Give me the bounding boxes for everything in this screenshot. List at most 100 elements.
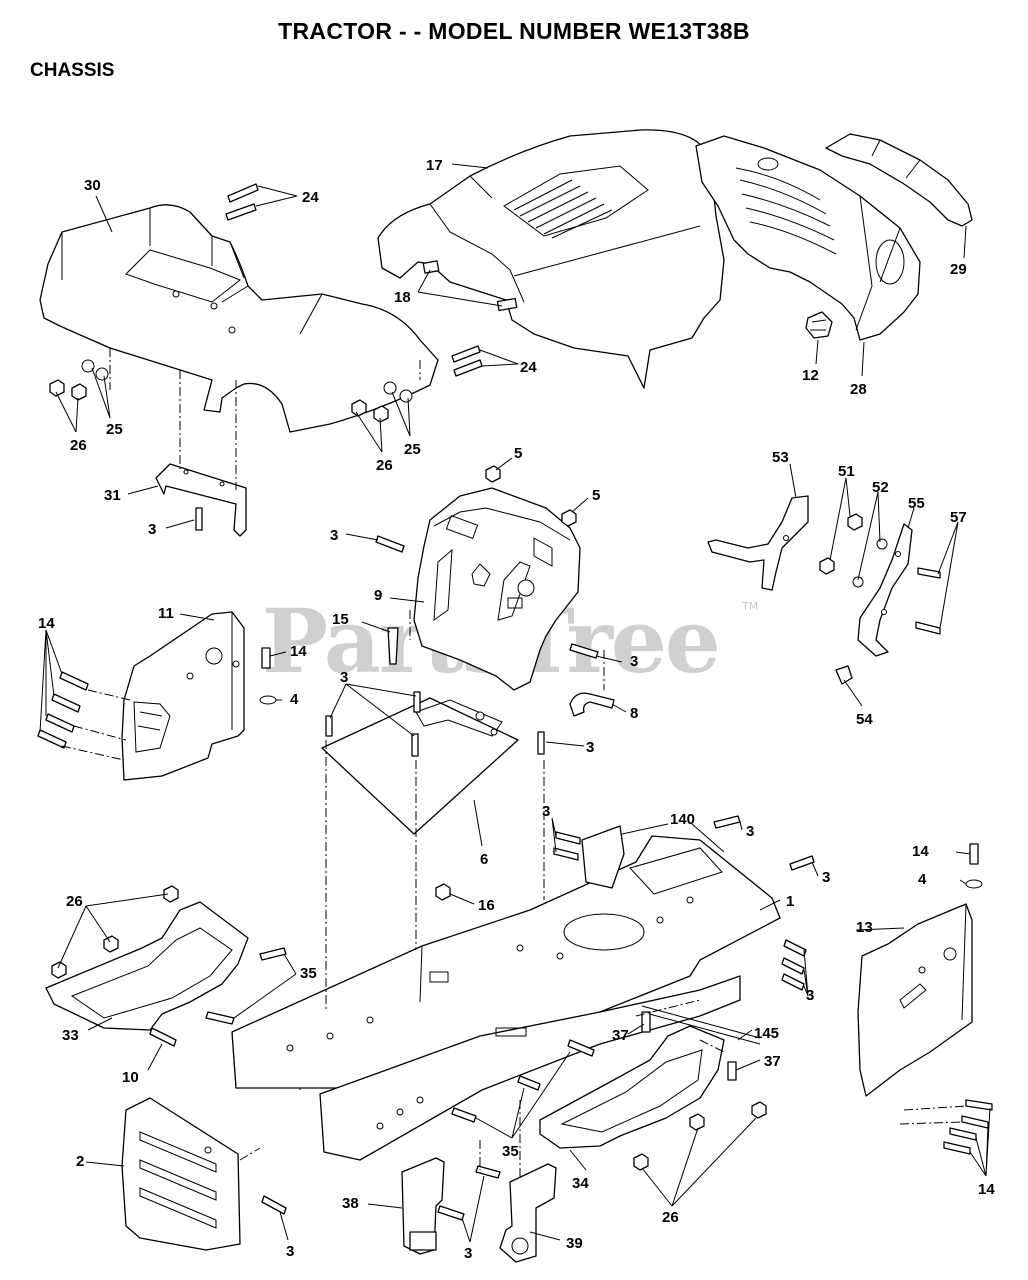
callout-4: 4 (918, 871, 927, 888)
callout-3: 3 (542, 803, 550, 820)
assembly-lines (61, 348, 967, 1180)
callout-53: 53 (772, 449, 789, 466)
part-hood (377, 129, 725, 389)
leader-lines (39, 163, 991, 1243)
callout-11: 11 (158, 605, 174, 622)
callout-12: 12 (802, 367, 819, 384)
part-clip (805, 311, 833, 339)
callout-14: 14 (290, 643, 307, 660)
part-bolt-14-center (261, 647, 271, 669)
watermark-tm: TM (741, 600, 758, 613)
callout-52: 52 (872, 479, 889, 496)
callout-3: 3 (340, 669, 348, 686)
part-bracket-31 (155, 463, 247, 537)
part-washer-4-right (965, 879, 983, 889)
part-plate-2 (121, 1097, 241, 1251)
callout-15: 15 (332, 611, 349, 628)
callout-140: 140 (670, 811, 695, 828)
callout-8: 8 (630, 705, 638, 722)
callout-3: 3 (464, 1245, 472, 1262)
callout-6: 6 (480, 851, 488, 868)
part-bolts-14-right (943, 1099, 993, 1155)
callout-2: 2 (76, 1153, 84, 1170)
part-bracket-55 (857, 523, 913, 657)
part-washer-4 (259, 695, 277, 705)
callout-26: 26 (66, 893, 83, 910)
callout-3: 3 (330, 527, 338, 544)
part-grille (695, 135, 921, 341)
callout-5: 5 (592, 487, 600, 504)
part-washer-52a (876, 538, 888, 550)
callout-1: 1 (786, 893, 794, 910)
part-bolts-24 (225, 183, 483, 377)
callout-54: 54 (856, 711, 873, 728)
part-side-panel-13 (857, 903, 973, 1097)
callout-26: 26 (376, 457, 393, 474)
part-bracket-53 (707, 495, 809, 591)
diagram-title: TRACTOR - - MODEL NUMBER WE13T38B (278, 18, 750, 44)
callout-13: 13 (856, 919, 873, 936)
callout-18: 18 (394, 289, 411, 306)
part-washers-nuts (49, 359, 413, 423)
callout-17: 17 (426, 157, 443, 174)
part-screw-54 (835, 665, 853, 685)
part-frame (231, 835, 781, 1161)
callout-3: 3 (822, 869, 830, 886)
part-bolts-14-left (37, 671, 89, 749)
callout-37: 37 (612, 1027, 629, 1044)
callout-26: 26 (70, 437, 87, 454)
callout-14: 14 (912, 843, 929, 860)
callout-33: 33 (62, 1027, 79, 1044)
part-dash-panel (413, 487, 581, 691)
callout-3: 3 (746, 823, 754, 840)
callout-24: 24 (302, 189, 319, 206)
part-bolt-57b (915, 621, 941, 635)
part-bracket-140 (581, 825, 625, 889)
part-grille-insert (825, 133, 973, 227)
part-clamp-8 (569, 692, 615, 717)
part-nut-51a (847, 513, 863, 531)
part-bolt-14-right (969, 843, 979, 865)
callout-35: 35 (300, 965, 317, 982)
callout-145: 145 (754, 1025, 779, 1042)
callout-25: 25 (106, 421, 123, 438)
callout-4: 4 (290, 691, 299, 708)
callout-9: 9 (374, 587, 382, 604)
callout-29: 29 (950, 261, 967, 278)
callout-10: 10 (122, 1069, 139, 1086)
callout-labels: 24 30 17 18 29 12 2 8 24 25 26 25 26 3 1 3… (38, 157, 995, 1262)
callout-39: 39 (566, 1235, 583, 1252)
callout-26: 26 (662, 1209, 679, 1226)
part-bolt-15 (387, 627, 399, 665)
callout-24: 24 (520, 359, 537, 376)
callout-57: 57 (950, 509, 967, 526)
part-footrest-33 (45, 885, 249, 1031)
callout-35: 35 (502, 1143, 519, 1160)
part-nut-5b (561, 509, 577, 527)
part-small-bolts (149, 507, 815, 1221)
part-bracket-38 (401, 1157, 445, 1255)
callout-14: 14 (38, 615, 55, 632)
callout-30: 30 (84, 177, 101, 194)
section-title: CHASSIS (30, 60, 115, 81)
callout-3: 3 (806, 987, 814, 1004)
callout-38: 38 (342, 1195, 359, 1212)
callout-3: 3 (586, 739, 594, 756)
callout-37: 37 (764, 1053, 781, 1070)
part-washer-52b (852, 576, 864, 588)
part-fender (39, 204, 439, 433)
callout-3: 3 (630, 653, 638, 670)
callout-51: 51 (838, 463, 855, 480)
part-nut-51b (819, 557, 835, 575)
part-bolt-57a (917, 567, 941, 579)
part-footrest-34 (539, 1025, 767, 1171)
callout-3: 3 (286, 1243, 294, 1260)
part-side-panel-11 (121, 611, 245, 781)
callout-3: 3 (148, 521, 156, 538)
callout-55: 55 (908, 495, 925, 512)
callout-14: 14 (978, 1181, 995, 1198)
callout-5: 5 (514, 445, 522, 462)
callout-25: 25 (404, 441, 421, 458)
callout-34: 34 (572, 1175, 589, 1192)
